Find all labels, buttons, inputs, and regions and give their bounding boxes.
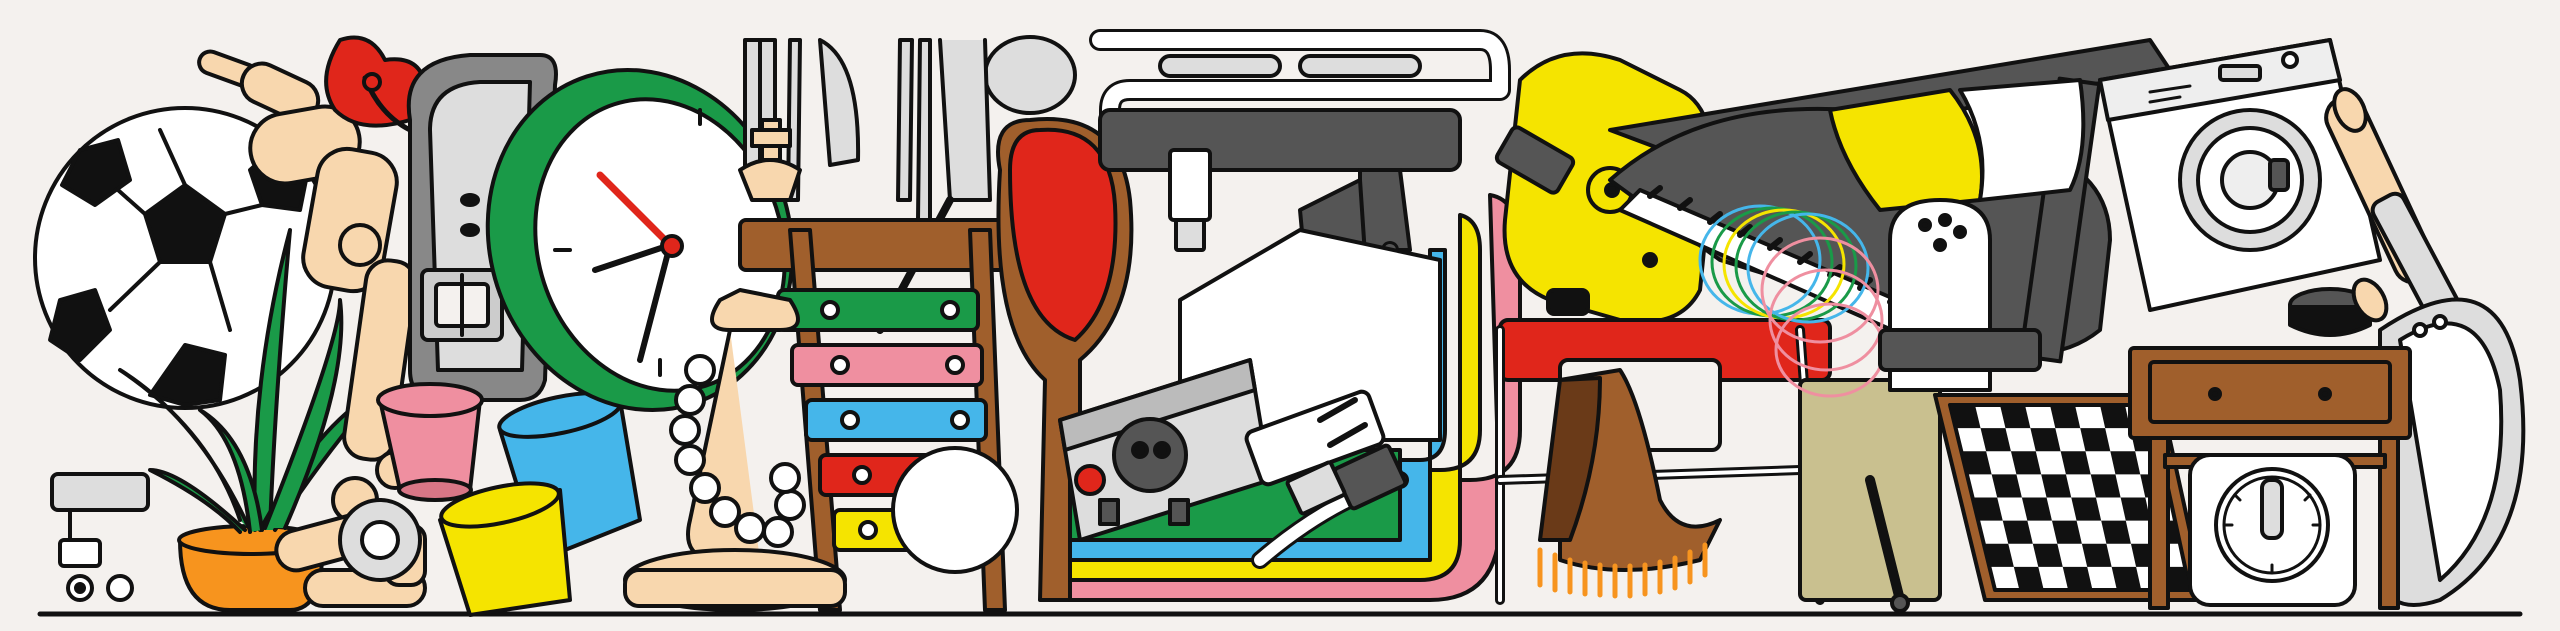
checkers-square xyxy=(2002,520,2033,544)
checkers-square xyxy=(2120,497,2151,521)
checkers-square xyxy=(2060,451,2091,475)
ping-pong-paddle xyxy=(891,117,1134,602)
paper-cups xyxy=(338,382,642,617)
checkers-square xyxy=(1980,428,2011,452)
potted-plant xyxy=(118,228,382,612)
checkers-square xyxy=(2050,405,2081,429)
usb-cable xyxy=(1251,443,1409,569)
checkers-square xyxy=(2032,543,2063,567)
checkers-square xyxy=(1950,405,1981,429)
washing-machine xyxy=(2098,38,2382,312)
checkers-square xyxy=(1991,474,2022,498)
hockey-puck xyxy=(2288,277,2389,337)
frying-pan xyxy=(2370,191,2526,607)
checkers-square xyxy=(2000,405,2031,429)
kitchen-timer xyxy=(2188,453,2357,607)
salt-shaker xyxy=(1878,198,2042,392)
checkers-square xyxy=(2100,405,2131,429)
paint-roller xyxy=(50,472,150,602)
checkers-square xyxy=(1972,497,2003,521)
checkers-square xyxy=(2081,543,2112,567)
shawl-with-fringe xyxy=(1537,368,1722,599)
checkers-square xyxy=(2071,497,2102,521)
checkers-square xyxy=(2013,566,2044,590)
checkers-square xyxy=(2090,474,2121,498)
checkers-square xyxy=(2110,451,2141,475)
checkers-square xyxy=(2111,566,2142,590)
wooden-nightstand xyxy=(2128,346,2412,610)
checkers-square xyxy=(2021,497,2052,521)
yellow-cushion xyxy=(1828,78,2086,212)
red-pacifier xyxy=(324,35,432,133)
pearl-necklace xyxy=(669,354,806,548)
checkers-square xyxy=(2010,451,2042,475)
power-strip xyxy=(1058,358,1386,542)
checkers-square xyxy=(2030,428,2061,452)
checkers-square xyxy=(1961,451,1992,475)
checkers-square xyxy=(1983,543,2014,567)
cutlery xyxy=(743,35,1077,334)
checkers-square xyxy=(2080,428,2111,452)
checkers-square xyxy=(2062,566,2093,590)
checkers-square xyxy=(2041,474,2072,498)
checkers-square xyxy=(2101,520,2131,544)
checkers-square xyxy=(2051,520,2082,544)
